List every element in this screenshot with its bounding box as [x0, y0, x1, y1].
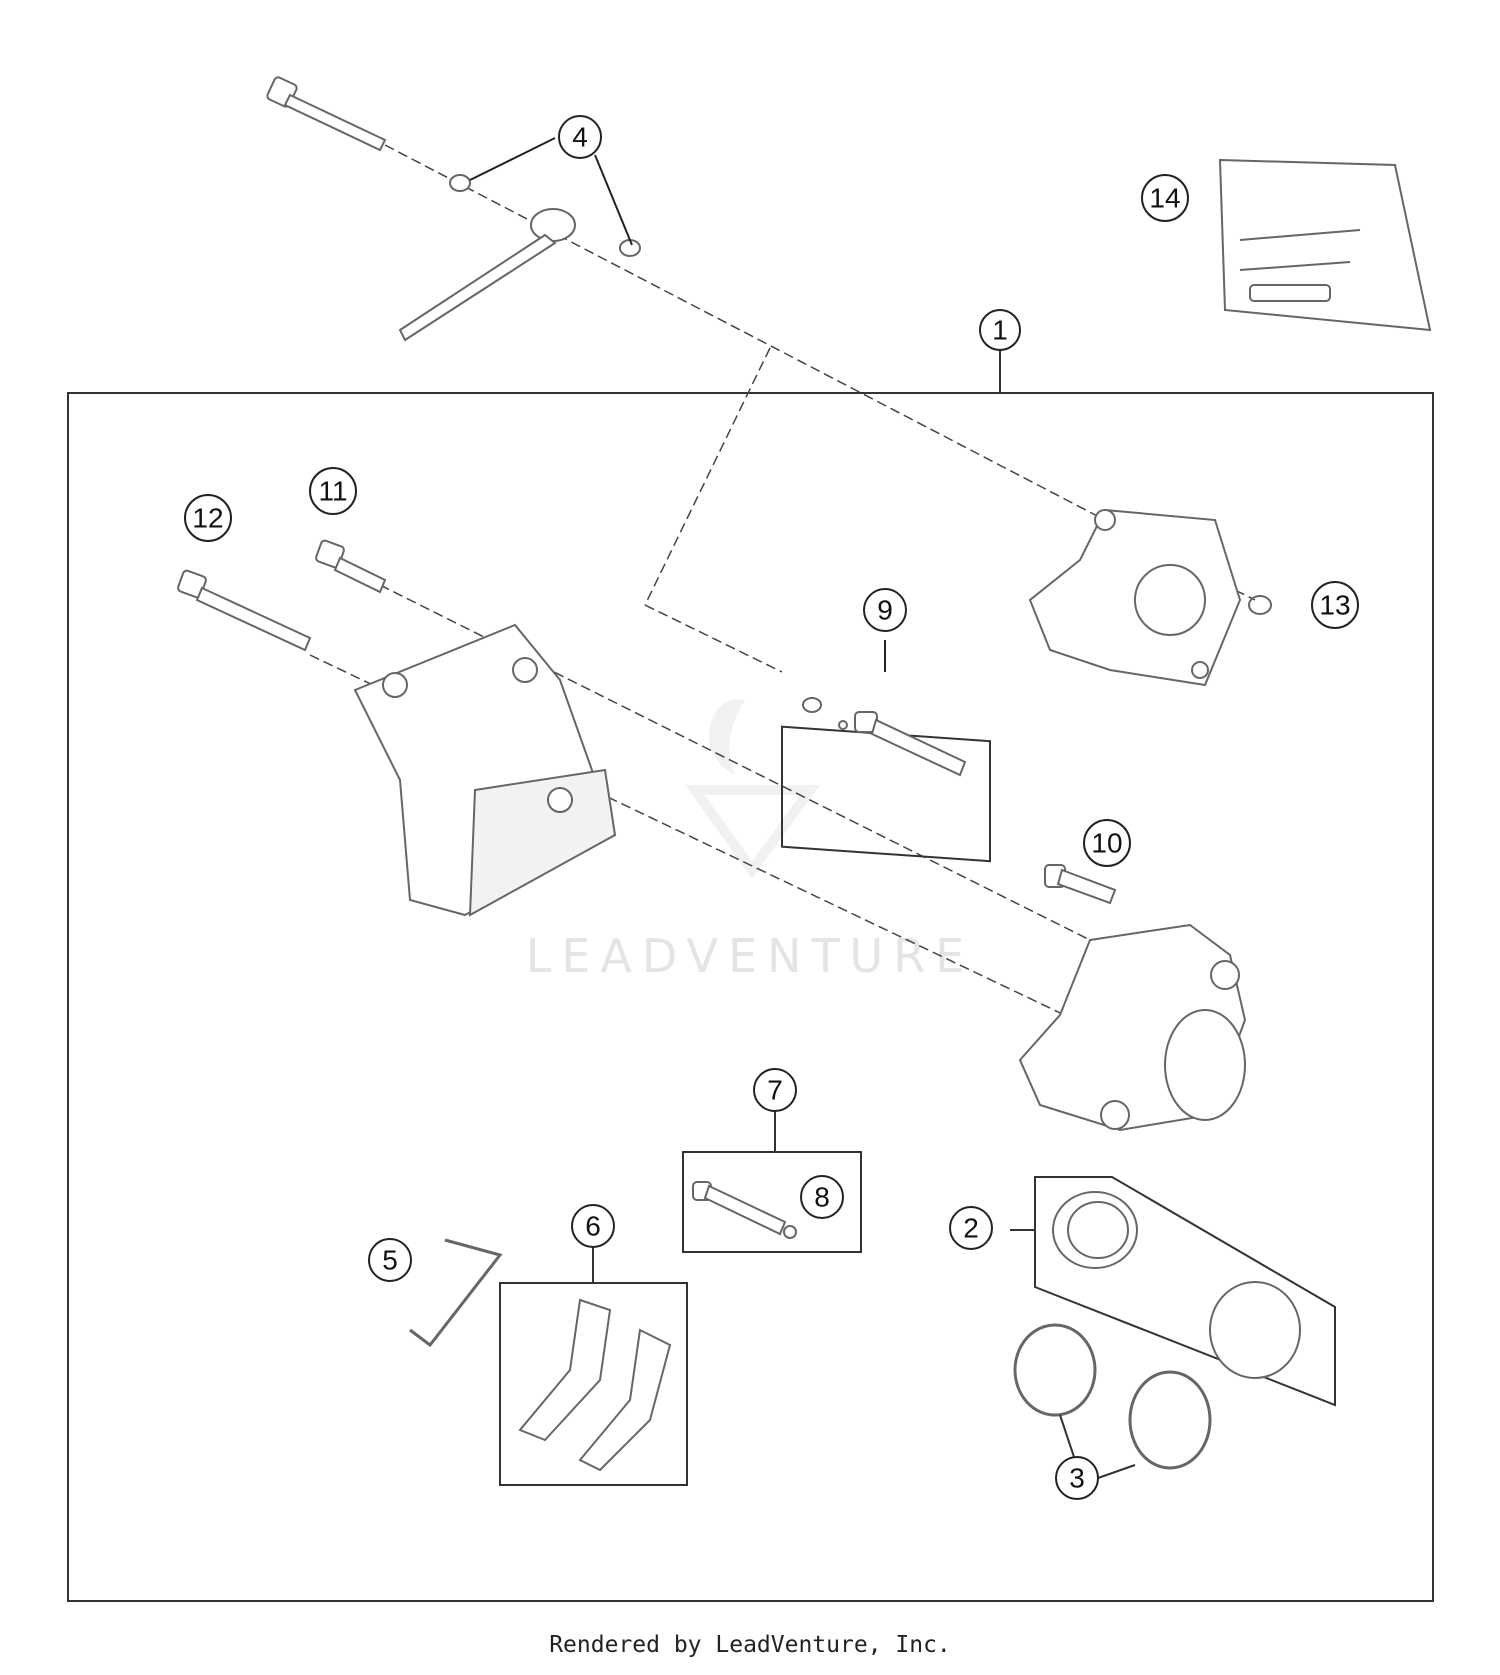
svg-text:10: 10 [1091, 828, 1122, 859]
pad-pin [692, 1181, 797, 1239]
watermark-logo [685, 699, 820, 879]
svg-text:7: 7 [767, 1075, 783, 1106]
bleeder-kit-parts [802, 697, 967, 777]
callout-leaders [469, 137, 886, 672]
callout-1: 1 [979, 309, 1021, 351]
callout-2: 2 [949, 1206, 993, 1250]
caliper-mount-bracket [353, 623, 617, 917]
callout-5: 5 [368, 1238, 412, 1282]
callout-9: 9 [863, 588, 907, 632]
pistons [1052, 1191, 1301, 1379]
svg-text:11: 11 [318, 476, 347, 507]
svg-text:4: 4 [572, 122, 588, 153]
callout-3: 3 [1055, 1456, 1099, 1500]
o-ring-13 [1248, 595, 1272, 615]
instruction-pouch [1218, 158, 1432, 332]
callout-8: 8 [800, 1175, 844, 1219]
render-credit: Rendered by LeadVenture, Inc. [549, 1632, 951, 1658]
svg-text:1: 1 [992, 315, 1008, 346]
svg-text:2: 2 [963, 1213, 979, 1244]
svg-text:13: 13 [1319, 590, 1350, 621]
caliper-carrier-bracket [1028, 508, 1242, 687]
bleeder-screw [1044, 864, 1117, 905]
callout-14: 14 [1141, 174, 1189, 222]
caliper-assembly-frame [67, 392, 1434, 1602]
callout-7: 7 [753, 1068, 797, 1112]
callout-4: 4 [558, 115, 602, 159]
svg-text:5: 5 [382, 1245, 398, 1276]
callout-10: 10 [1083, 819, 1131, 867]
piston-seals [1013, 1323, 1212, 1470]
svg-text:14: 14 [1149, 183, 1180, 214]
svg-text:12: 12 [192, 503, 223, 534]
pin-and-washer-set [266, 76, 641, 342]
svg-text:9: 9 [877, 595, 893, 626]
svg-text:6: 6 [585, 1211, 601, 1242]
callout-13: 13 [1311, 581, 1359, 629]
pad-pin-kit-box [682, 1151, 862, 1253]
pistons-box [1034, 1176, 1336, 1407]
watermark-text: LEADVENTURE [526, 929, 975, 983]
svg-text:3: 3 [1069, 1463, 1085, 1494]
bolts-11-12 [177, 539, 387, 652]
callout-11: 11 [309, 467, 357, 515]
pad-spring [409, 1238, 503, 1348]
caliper-body [1018, 923, 1247, 1132]
callout-12: 12 [184, 494, 232, 542]
callout-6: 6 [571, 1204, 615, 1248]
svg-text:8: 8 [814, 1182, 830, 1213]
brake-pads [518, 1298, 672, 1472]
